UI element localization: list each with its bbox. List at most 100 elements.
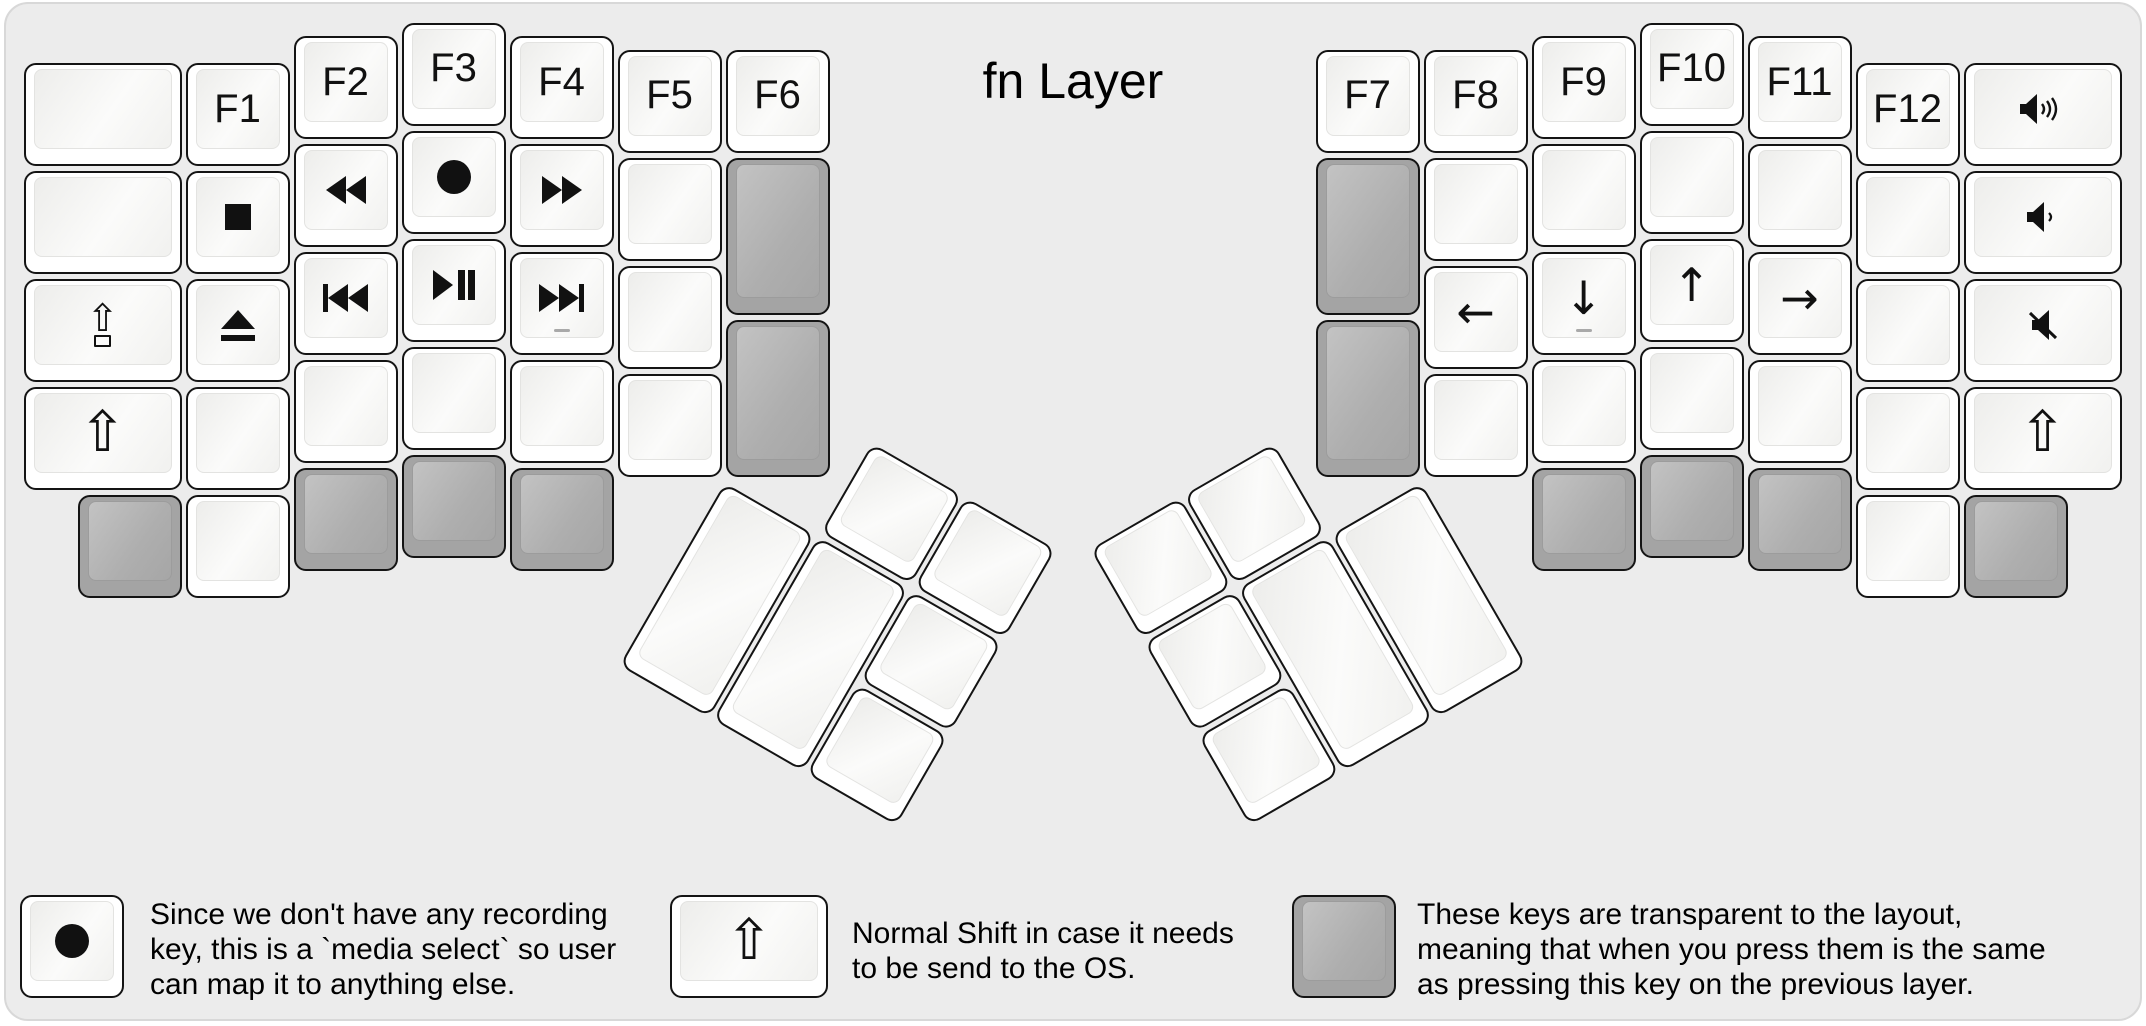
key-blank[interactable] [1639, 346, 1744, 450]
f12-label: F12 [1873, 86, 1942, 131]
keytop [1325, 163, 1410, 298]
keytop [303, 258, 388, 338]
keytop [1541, 474, 1626, 554]
key-f2[interactable]: F2 [293, 36, 398, 139]
keytop [1433, 379, 1518, 460]
keytop [519, 258, 604, 338]
key-prev-track[interactable] [293, 252, 398, 355]
volume-down-icon [2026, 202, 2059, 232]
key-transparent[interactable] [509, 468, 614, 571]
key-arrow-up[interactable]: ↑ [1639, 238, 1744, 342]
key-blank[interactable] [1531, 360, 1636, 463]
key-blank[interactable] [185, 387, 290, 490]
key-transparent[interactable] [1639, 454, 1744, 558]
key-stop[interactable] [185, 171, 290, 274]
key-blank[interactable] [617, 373, 722, 477]
key-blank[interactable] [1855, 387, 1960, 490]
keytop [1973, 177, 2112, 257]
key-f8[interactable]: F8 [1423, 49, 1528, 153]
key-volume-down[interactable] [1963, 171, 2122, 274]
rewind-icon [325, 176, 366, 204]
key-blank[interactable] [1747, 144, 1852, 247]
key-transparent[interactable] [725, 319, 830, 477]
key-f5[interactable]: F5 [617, 49, 722, 153]
key-arrow-right[interactable]: → [1747, 252, 1852, 355]
key-blank[interactable] [1531, 144, 1636, 247]
key-play-pause[interactable] [401, 238, 506, 342]
key-f9[interactable]: F9 [1531, 36, 1636, 139]
key-rewind[interactable] [293, 144, 398, 247]
key-blank[interactable] [293, 360, 398, 463]
key-blank[interactable] [617, 157, 722, 261]
key-f6[interactable]: F6 [725, 49, 830, 153]
key-blank[interactable] [401, 346, 506, 450]
key-transparent[interactable] [1963, 495, 2068, 598]
key-blank[interactable] [1855, 171, 1960, 274]
f8-label: F8 [1452, 73, 1499, 117]
key-shift[interactable]: ⇧ [23, 387, 182, 490]
key-blank[interactable] [1855, 495, 1960, 598]
key-blank[interactable] [23, 63, 182, 166]
key-transparent[interactable] [1747, 468, 1852, 571]
key-fast-forward[interactable] [509, 144, 614, 247]
keytop [33, 69, 172, 149]
keytop [411, 136, 496, 217]
legend-note-line: key, this is a `media select` so user [150, 933, 617, 966]
f11-label: F11 [1766, 59, 1833, 104]
key-blank[interactable] [617, 265, 722, 369]
key-transparent[interactable] [1531, 468, 1636, 571]
play-pause-icon [432, 269, 475, 300]
key-arrow-left[interactable]: ← [1423, 265, 1528, 369]
key-f12[interactable]: F12 [1855, 63, 1960, 166]
key-mute[interactable] [1963, 279, 2122, 382]
fast-forward-icon [541, 176, 582, 204]
keytop: F8 [1433, 55, 1518, 136]
key-blank[interactable] [1639, 130, 1744, 234]
record-icon [54, 923, 90, 959]
homing-dash [1575, 329, 1592, 332]
key-blank[interactable] [23, 171, 182, 274]
key-f11[interactable]: F11 [1747, 36, 1852, 139]
key-f1[interactable]: F1 [185, 63, 290, 166]
key-blank[interactable] [1855, 279, 1960, 382]
key-f10[interactable]: F10 [1639, 22, 1744, 126]
key-transparent[interactable] [1315, 157, 1420, 315]
arrow-right-label: → [1780, 271, 1819, 325]
key-f7[interactable]: F7 [1315, 49, 1420, 153]
key-next-track[interactable] [509, 252, 614, 355]
key-transparent[interactable] [725, 157, 830, 315]
key-transparent[interactable] [401, 454, 506, 558]
keytop: F5 [627, 55, 712, 136]
keytop: F10 [1649, 28, 1734, 109]
f6-label: F6 [754, 73, 801, 117]
key-blank[interactable] [509, 360, 614, 463]
legend-note-line: meaning that when you press them is the … [1417, 933, 2046, 966]
key-label: ⇧ [725, 908, 773, 973]
key-record[interactable] [401, 130, 506, 234]
key-blank[interactable] [1423, 373, 1528, 477]
key-arrow-down[interactable]: ↓ [1531, 252, 1636, 355]
key-caps-lock[interactable]: ⇧ [23, 279, 182, 382]
arrow-down-label: ↓ [1564, 271, 1603, 325]
key-eject[interactable] [185, 279, 290, 382]
key-transparent[interactable] [1315, 319, 1420, 477]
keytop [303, 150, 388, 230]
legend-key-icon: ⇧ [670, 895, 828, 998]
key-transparent[interactable] [77, 495, 182, 598]
key-f4[interactable]: F4 [509, 36, 614, 139]
key-transparent[interactable] [293, 468, 398, 571]
key-blank[interactable] [185, 495, 290, 598]
keytop: F6 [735, 55, 820, 136]
key-blank[interactable] [1747, 360, 1852, 463]
legend-note-line: These keys are transparent to the layout… [1417, 898, 1963, 931]
key-f3[interactable]: F3 [401, 22, 506, 126]
key-volume-up[interactable] [1963, 63, 2122, 166]
keytop [627, 163, 712, 244]
key-shift[interactable]: ⇧ [1963, 387, 2122, 490]
keytop [1973, 69, 2112, 149]
keytop: ← [1433, 271, 1518, 352]
key-blank[interactable] [1423, 157, 1528, 261]
